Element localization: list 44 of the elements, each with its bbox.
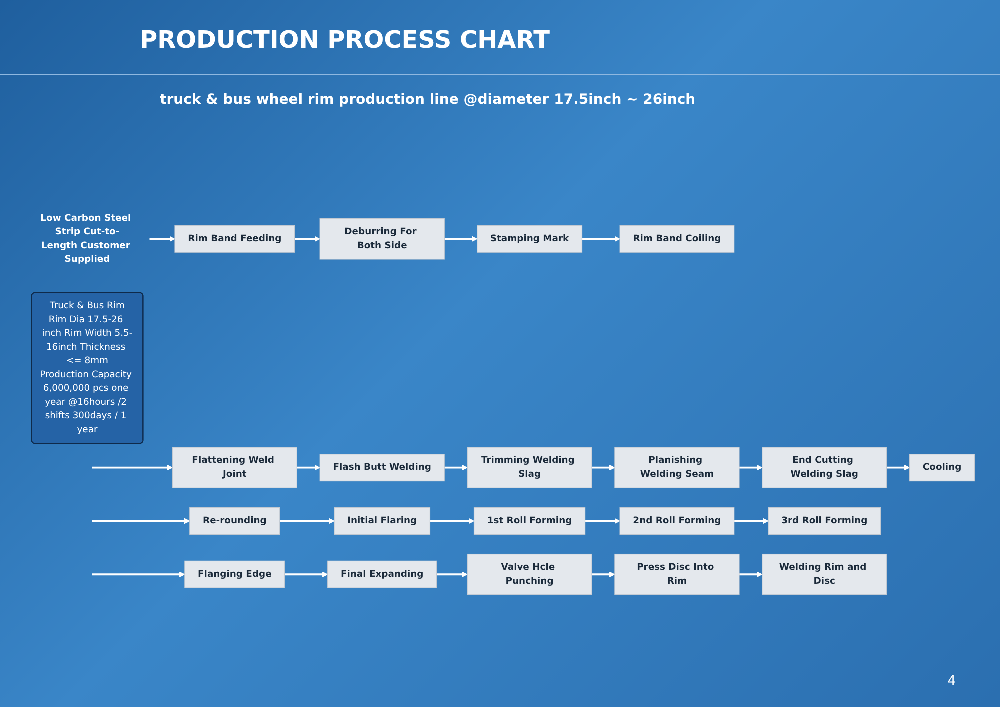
node-box: Flanging Edge [184, 560, 286, 588]
node-box: 3rd Roll Forming [768, 507, 882, 535]
node-text: Low Carbon Steel Strip Cut-to-Length Customer Supplied [40, 212, 132, 265]
arrow [444, 236, 478, 242]
node-box: Rim Band Coiling [620, 225, 735, 253]
subtitle: truck & bus wheel rim production line @diameter 17.5inch ~ 26inch [160, 92, 696, 108]
node-box: End Cutting Welding Slag [762, 447, 888, 488]
page-number: 4 [948, 674, 956, 689]
arrow [585, 518, 620, 524]
node-box: Valve Hcle Punching [467, 554, 592, 596]
arrow [92, 464, 173, 471]
node-box: Rim Band Feeding [174, 225, 296, 253]
arrow [734, 518, 769, 524]
node-box: Welding Rim and Disc [762, 554, 888, 596]
node-box: Flash Butt Welding [320, 454, 445, 482]
node-box: Trimming Welding Slag [467, 447, 592, 488]
arrow [739, 464, 763, 471]
arrow [150, 236, 176, 242]
arrow [444, 464, 468, 471]
arrow [592, 464, 616, 471]
title: PRODUCTION PROCESS CHART [140, 26, 550, 54]
arrow [92, 572, 186, 578]
node-box: Flattening Weld Joint [172, 447, 298, 488]
arrow [886, 464, 910, 471]
node-box: 1st Roll Forming [474, 507, 586, 535]
arrow [582, 236, 620, 242]
arrow [280, 518, 335, 524]
node-box: 2nd Roll Forming [620, 507, 735, 535]
arrow [297, 464, 320, 471]
arrow [592, 572, 616, 578]
node-box: Cooling [910, 454, 976, 482]
node-box: Initial Flaring [334, 507, 431, 535]
node-box: Deburring For Both Side [320, 218, 445, 260]
arrow [739, 572, 763, 578]
arrow [92, 518, 190, 524]
arrow [294, 236, 320, 242]
arrow [284, 572, 328, 578]
arrow [436, 572, 468, 578]
node-box: Re-rounding [190, 507, 280, 535]
node-box: Stamping Mark [477, 225, 583, 253]
node-box: Final Expanding [328, 560, 438, 588]
node-box: Planishing Welding Seam [614, 447, 740, 488]
node-box: Press Disc Into Rim [614, 554, 740, 596]
arrow [430, 518, 475, 524]
